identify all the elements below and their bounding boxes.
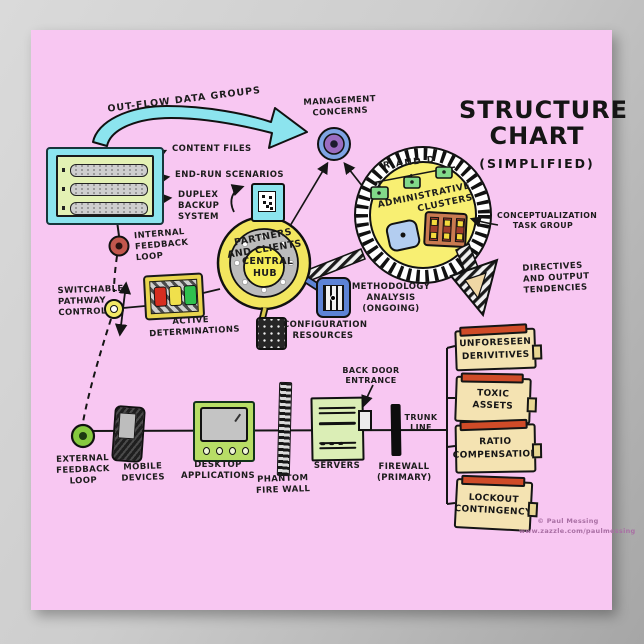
- rack-led: [62, 206, 65, 210]
- servers-label: SERVERS: [313, 461, 361, 471]
- output-box-label: TOXIC ASSETS: [472, 388, 514, 412]
- rack-led: [62, 168, 65, 172]
- firewall-primary-label: FIREWALL (PRIMARY): [377, 462, 432, 484]
- end-run-label: END-RUN SCENARIOS: [175, 170, 284, 180]
- back-door-port-icon: [358, 410, 372, 431]
- management-concerns-icon: [317, 127, 351, 161]
- page-title: STRUCTURE CHART: [459, 96, 628, 150]
- server-line: [319, 441, 357, 445]
- rack-led: [62, 187, 65, 191]
- title-block: STRUCTURE CHART (SIMPLIFIED): [459, 96, 628, 171]
- phantom-firewall-bar-icon: [276, 381, 293, 477]
- methodology-dot: [330, 295, 336, 301]
- artist-credit: © Paul Messing www.zazzle.com/paulmessin…: [519, 516, 636, 537]
- credit-line1: © Paul Messing: [537, 517, 599, 525]
- conceptualization-panel-icon: [423, 211, 468, 248]
- switchable-pathway-label: SWITCHABLE PATHWAY CONTROL: [57, 283, 124, 319]
- phone-screen: [117, 412, 137, 440]
- directives-label: DIRECTIVES AND OUTPUT TENDENCIES: [522, 260, 590, 296]
- active-determinations-lights-icon: [142, 272, 206, 321]
- mobile-phone-icon: [111, 404, 146, 464]
- qr-pointer-arrow: [230, 184, 245, 213]
- output-box-label: UNFORESEEN DERIVITIVES: [459, 337, 532, 362]
- desktop-button: [216, 447, 223, 455]
- directives-arrow-icon: [449, 242, 499, 318]
- desktop-computer-icon: [193, 401, 255, 462]
- output-box-nub: [526, 396, 538, 413]
- content-files-label: CONTENT FILES: [172, 144, 252, 154]
- output-box-nub: [531, 344, 543, 360]
- qr-module-icon: [251, 183, 285, 222]
- output-box-label: RATIO COMPENSATION: [452, 437, 539, 461]
- output-box-ratio: RATIO COMPENSATION: [452, 418, 543, 474]
- configuration-resources-icon: [256, 317, 287, 350]
- mobile-devices-label: MOBILE DEVICES: [121, 461, 166, 484]
- desktop-button: [229, 447, 236, 455]
- rack-bar: [70, 164, 148, 177]
- cluster-blue-module-icon: [385, 219, 421, 252]
- back-door-label: BACK DOOR ENTRANCE: [342, 366, 400, 386]
- output-box-top-bar: [460, 372, 524, 384]
- switch-double-arrow: [114, 281, 132, 337]
- desktop-buttons: [203, 447, 249, 455]
- feedback-dashed-line-lower: [82, 318, 112, 423]
- feedback-dashed-line-upper: [113, 255, 118, 293]
- output-box-toxic: TOXIC ASSETS: [454, 372, 538, 425]
- central-hub-label: CENTRAL HUB: [242, 256, 294, 280]
- methodology-label: METHODOLOGY ANALYSIS (ONGOING): [351, 282, 431, 315]
- output-box-top-bar: [461, 474, 526, 488]
- desktop-button: [242, 447, 249, 455]
- backup-server-rack-icon: [46, 147, 164, 225]
- internal-feedback-dot-icon: [108, 235, 130, 257]
- output-bracket: [446, 345, 456, 505]
- desktop-applications-label: DESKTOP APPLICATIONS: [181, 460, 255, 482]
- red-light-icon: [153, 286, 168, 308]
- configuration-label: CONFIGURATION RESOURCES: [283, 320, 368, 342]
- rd-node-boxes: [370, 166, 453, 200]
- desktop-button: [203, 447, 210, 455]
- backdoor-pointer-arrow: [361, 384, 374, 408]
- conceptualization-label: CONCEPTUALIZATION TASK GROUP: [497, 211, 598, 231]
- cluster-to-management-arrow: [343, 161, 364, 188]
- hub-to-management-arrow: [289, 161, 329, 227]
- diagram-wires: [70, 105, 499, 505]
- management-concerns-label: MANAGEMENT CONCERNS: [303, 94, 377, 119]
- credit-line2: www.zazzle.com/paulmessing: [519, 527, 636, 536]
- output-box-nub: [531, 443, 543, 459]
- phantom-firewall-label: PHANTOM FIRE WALL: [255, 473, 311, 496]
- conceptualization-pointer-arrow: [469, 216, 499, 228]
- rack-bar: [70, 183, 148, 196]
- output-box-top-bar: [459, 323, 528, 337]
- server-line: [318, 421, 356, 426]
- green-light-icon: [183, 284, 198, 306]
- duplex-backup-label: DUPLEX BACKUP SYSTEM: [178, 190, 220, 223]
- poster: UNFORESEEN DERIVITIVES TOXIC ASSETS RATI…: [31, 30, 635, 610]
- active-determinations-label: ACTIVE DETERMINATIONS: [149, 315, 241, 340]
- external-feedback-label: EXTERNAL FEEDBACK LOOP: [56, 453, 110, 487]
- rack-bar: [70, 202, 148, 215]
- output-box-top-bar: [459, 418, 528, 432]
- rack-panel: [56, 155, 154, 217]
- yellow-light-icon: [168, 285, 183, 307]
- output-box-label: LOCKOUT CONTINGENCY: [454, 492, 533, 519]
- server-line: [318, 411, 356, 415]
- server-line: [318, 406, 356, 410]
- ring-to-lights-line: [122, 305, 146, 309]
- rd-cluster-circle-icon: [354, 146, 492, 284]
- primary-firewall-bar-icon: [390, 403, 402, 457]
- output-box-unforeseen: UNFORESEEN DERIVITIVES: [454, 323, 543, 372]
- desktop-screen: [200, 407, 248, 442]
- trunk-line-label: TRUNK LINE: [404, 413, 438, 433]
- methodology-analysis-icon: [316, 277, 351, 318]
- servers-box-icon: [310, 396, 365, 462]
- internal-feedback-label: INTERNAL FEEDBACK LOOP: [133, 226, 189, 264]
- qr-dots: [262, 195, 265, 198]
- page-subtitle: (SIMPLIFIED): [479, 155, 595, 171]
- outflow-arrow-icon: [92, 105, 308, 149]
- qr-screen: [258, 191, 276, 212]
- external-feedback-dot-icon: [70, 423, 96, 449]
- server-line: [319, 446, 357, 450]
